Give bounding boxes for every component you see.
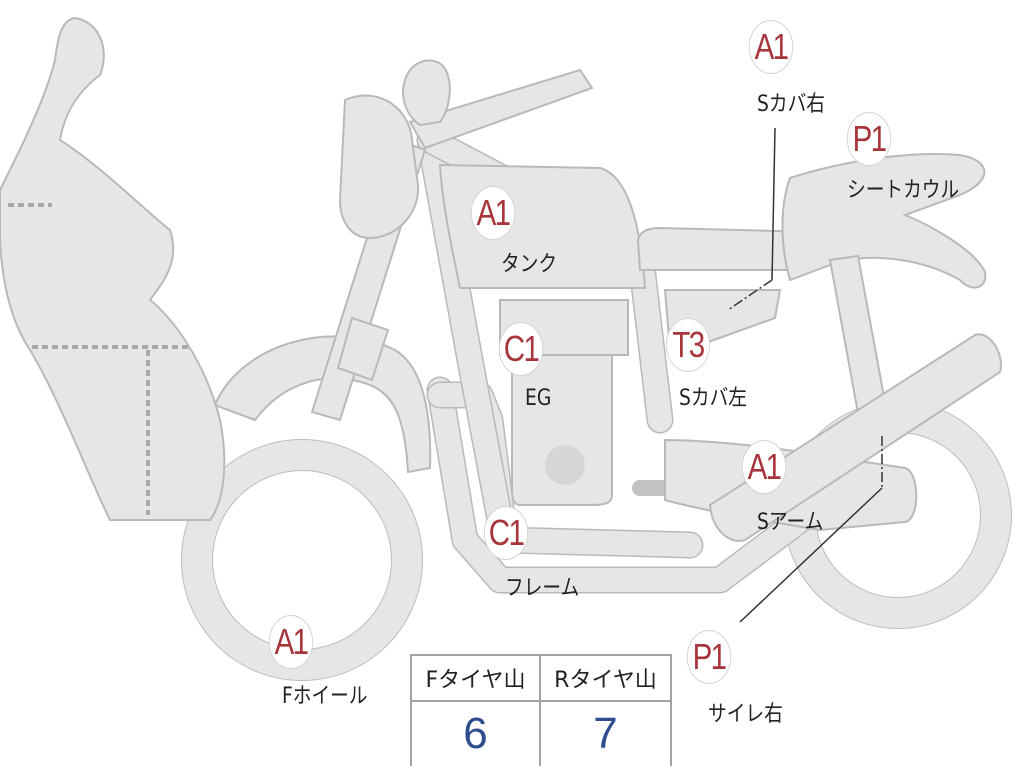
leader-s-cover-right-end [727,279,773,311]
part-label-frame: フレーム [505,576,580,601]
part-label-swingarm: Sアーム [757,510,824,535]
grade-badge-swingarm: A1 [741,440,787,494]
grade-badge-tank: A1 [470,186,516,240]
mirror [402,59,451,127]
fork-guard [336,316,390,382]
seat-cowl [781,153,987,289]
front-cowl [0,16,226,521]
front-tire-value: 6 [412,702,541,766]
part-label-tank: タンク [501,252,558,277]
part-label-front-wheel: Fホイール [282,684,368,709]
grade-badge-silencer-right: P1 [686,630,732,684]
part-label-silencer-right: サイレ右 [708,702,783,727]
handlebar [408,68,594,150]
silencer [708,333,1002,542]
frame [416,126,814,594]
grade-badge-seat-cowl: P1 [846,112,892,166]
part-label-seat-cowl: シートカウル [847,178,960,203]
tire-tread-table: Fタイヤ山 Rタイヤ山 6 7 [410,654,672,766]
leader-silencer [739,487,883,623]
front-tire-header: Fタイヤ山 [412,656,541,702]
rear-tire-header: Rタイヤ山 [541,656,670,702]
part-label-s-cover-right: Sカバ右 [757,92,825,117]
grade-badge-front-wheel: A1 [268,615,314,669]
leader-s-cover-right [771,127,776,281]
grade-badge-frame: C1 [483,506,529,560]
rear-tire-value: 7 [593,709,618,758]
grade-badge-s-cover-left: T3 [665,318,711,372]
grade-badge-engine: C1 [498,322,544,376]
part-label-engine: EG [525,386,552,411]
grade-badge-s-cover-right: A1 [748,20,794,74]
part-label-s-cover-left: Sカバ左 [679,386,747,411]
headlight [338,94,420,240]
